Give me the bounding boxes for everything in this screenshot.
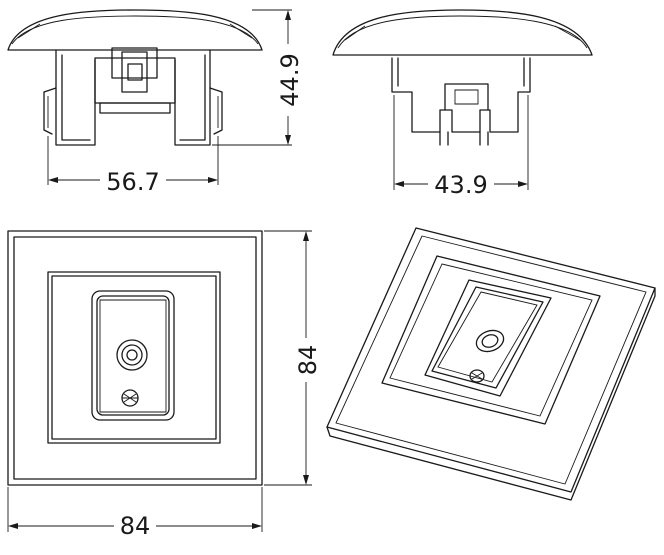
dim-label-56-7: 56.7 [106, 168, 159, 196]
dimension-56-7: 56.7 [47, 136, 219, 196]
dim-label-84-horizontal: 84 [120, 512, 151, 540]
dimension-84-horizontal: 84 [7, 487, 263, 540]
dim-label-44-9: 44.9 [276, 53, 304, 106]
perspective-view [326, 227, 656, 501]
side-view [7, 9, 263, 146]
dim-label-84-vertical: 84 [294, 345, 322, 376]
dimension-44-9: 44.9 [212, 9, 304, 146]
front-view [7, 230, 263, 486]
end-view [332, 9, 593, 146]
dimension-84-vertical: 84 [264, 230, 322, 486]
dim-label-43-9: 43.9 [434, 171, 487, 199]
dimension-43-9: 43.9 [393, 95, 529, 199]
